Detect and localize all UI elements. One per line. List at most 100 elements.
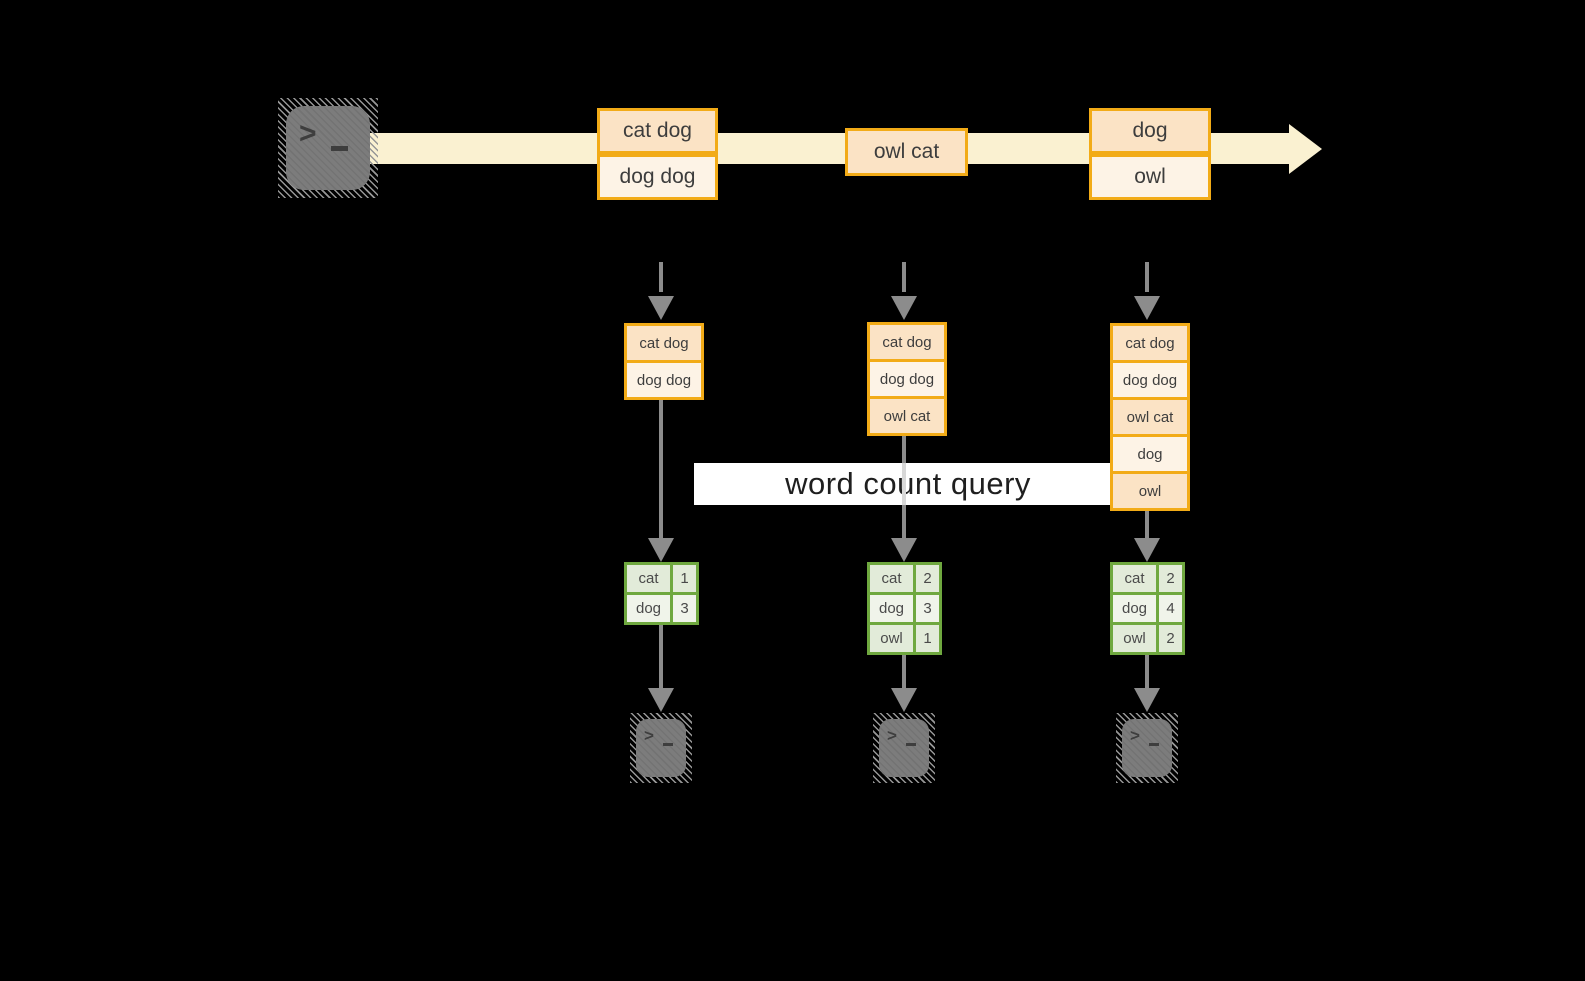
table-row: dog 3 [624,592,699,625]
input-record: cat dog [1110,323,1190,363]
dashed-arrowhead-icon [891,296,917,320]
table-cell-word: cat [1110,562,1159,595]
count-text: 3 [680,600,689,617]
record-text: dog dog [1122,371,1178,389]
record-text: owl [1138,482,1162,500]
connector-line [1145,655,1149,688]
input-record: owl [1110,471,1190,511]
table-row: owl 2 [1110,622,1185,655]
query-banner-label: word count query [785,466,1031,501]
dashed-arrowhead-icon [648,296,674,320]
table-cell-word: dog [624,592,673,625]
table-cell-word: owl [867,622,916,655]
sink-terminal-icon: > [1116,713,1178,783]
word-text: cat [881,570,902,587]
input-record: dog dog [624,360,704,400]
dashed-arrowhead-icon [1134,296,1160,320]
input-record: dog dog [867,359,947,399]
word-text: dog [878,600,905,617]
connector-arrowhead-icon [891,688,917,712]
stream-arrowhead-icon [1289,124,1322,174]
record-text: owl cat [1126,408,1174,426]
word-text: cat [1124,570,1145,587]
worker-1-count-table: cat 1 dog 3 [624,562,699,625]
dashed-arrow-line [902,262,906,292]
table-cell-word: dog [867,592,916,625]
record-text: cat dog [623,119,692,142]
terminal-face: > [636,719,686,777]
query-banner: word count query [694,463,1122,505]
dashed-arrow-line [1145,262,1149,292]
count-text: 1 [923,630,932,647]
stream-record: dog dog [597,154,718,200]
input-record: cat dog [867,322,947,362]
record-text: cat dog [1125,334,1175,352]
worker-2-count-table: cat 2 dog 3 owl 1 [867,562,942,655]
table-row: dog 3 [867,592,942,625]
table-row: owl 1 [867,622,942,655]
count-text: 2 [1166,630,1175,647]
connector-arrowhead-icon [648,538,674,562]
record-text: dog dog [636,371,692,389]
table-row: cat 1 [624,562,699,595]
connector-line-through-banner [902,463,906,505]
cursor-underscore-icon [906,743,916,746]
table-row: cat 2 [867,562,942,595]
input-record: cat dog [624,323,704,363]
word-text: cat [638,570,659,587]
count-text: 4 [1166,600,1175,617]
stream-record: owl cat [845,128,968,176]
word-text: dog [635,600,662,617]
stream-batch-1: cat dog dog dog [597,108,718,200]
record-text: cat dog [639,334,689,352]
record-text: owl [1134,165,1166,188]
table-cell-count: 3 [670,592,699,625]
terminal-face: > [1122,719,1172,777]
terminal-face: > [286,106,370,190]
connector-line [659,625,663,688]
table-cell-word: cat [624,562,673,595]
dashed-arrow-line [659,262,663,292]
input-record: dog dog [1110,360,1190,400]
stream-record: cat dog [597,108,718,154]
count-text: 2 [1166,570,1175,587]
table-row: cat 2 [1110,562,1185,595]
table-cell-count: 4 [1156,592,1185,625]
connector-line [902,655,906,688]
input-record: owl cat [1110,397,1190,437]
connector-arrowhead-icon [1134,688,1160,712]
worker-3-count-table: cat 2 dog 4 owl 2 [1110,562,1185,655]
record-text: owl cat [873,140,940,163]
cursor-underscore-icon [1149,743,1159,746]
worker-2-input-stack: cat dog dog dog owl cat [867,322,947,436]
worker-3-input-stack: cat dog dog dog owl cat dog owl [1110,323,1190,511]
stream-batch-3: dog owl [1089,108,1211,200]
prompt-chevron-icon: > [299,117,317,150]
count-text: 2 [923,570,932,587]
terminal-face: > [879,719,929,777]
record-text: owl cat [883,407,931,425]
word-text: dog [1121,600,1148,617]
word-text: owl [880,630,903,647]
table-cell-count: 2 [913,562,942,595]
prompt-chevron-icon: > [1130,726,1140,745]
cursor-underscore-icon [663,743,673,746]
table-cell-count: 2 [1156,622,1185,655]
table-cell-count: 1 [913,622,942,655]
table-cell-word: dog [1110,592,1159,625]
input-record: owl cat [867,396,947,436]
record-text: dog dog [879,370,935,388]
record-text: dog [1137,445,1163,463]
table-cell-count: 1 [670,562,699,595]
worker-1-input-stack: cat dog dog dog [624,323,704,400]
sink-terminal-icon: > [873,713,935,783]
count-text: 3 [923,600,932,617]
connector-line [659,388,663,540]
stream-record: dog [1089,108,1211,154]
record-text: cat dog [882,333,932,351]
connector-arrowhead-icon [1134,538,1160,562]
table-cell-word: cat [867,562,916,595]
table-cell-count: 2 [1156,562,1185,595]
cursor-underscore-icon [331,146,348,151]
